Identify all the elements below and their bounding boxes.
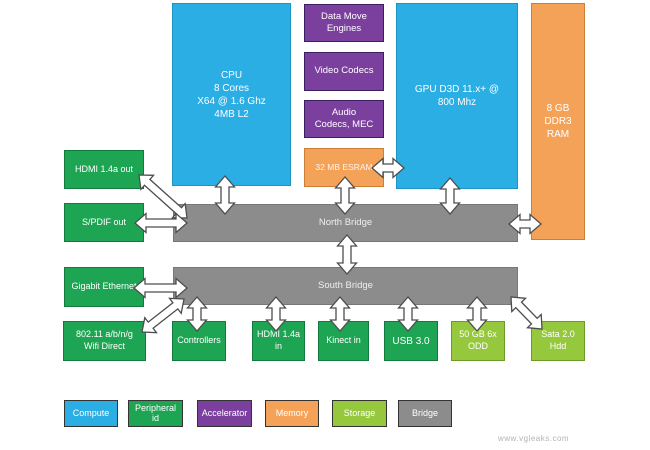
block-spdif-out: S/PDIF out xyxy=(64,203,144,242)
block-video-codecs: Video Codecs xyxy=(304,52,384,91)
block-wifi-direct: 802.11 a/b/n/g Wifi Direct xyxy=(63,321,146,361)
legend-compute: Compute xyxy=(64,400,118,427)
block-gigabit-ethernet: Gigabit Ethernet xyxy=(64,267,144,307)
block-kinect-in: Kinect in xyxy=(318,321,369,361)
block-usb: USB 3.0 xyxy=(384,321,438,361)
block-south-bridge: South Bridge xyxy=(173,267,518,305)
legend-accelerator: Accelerator xyxy=(197,400,252,427)
block-data-move-engines: Data Move Engines xyxy=(304,4,384,42)
legend-memory: Memory xyxy=(265,400,319,427)
block-esram: 32 MB ESRAM xyxy=(304,148,384,187)
block-hdmi-in: HDMI 1.4a in xyxy=(252,321,305,361)
legend-bridge: Bridge xyxy=(398,400,452,427)
block-sata-hdd: Sata 2.0 Hdd xyxy=(531,321,585,361)
block-cpu: CPU 8 Cores X64 @ 1.6 Ghz 4MB L2 xyxy=(172,3,291,186)
block-gpu: GPU D3D 11.x+ @ 800 Mhz xyxy=(396,3,518,189)
block-ddr3-ram: 8 GB DDR3 RAM xyxy=(531,3,585,240)
watermark: www.vgleaks.com xyxy=(498,434,570,443)
block-odd: 50 GB 6x ODD xyxy=(451,321,505,361)
block-hdmi-out: HDMI 1.4a out xyxy=(64,150,144,189)
block-north-bridge: North Bridge xyxy=(173,204,518,242)
legend-peripheral: Peripheral id xyxy=(128,400,183,427)
block-audio-codecs-mec: Audio Codecs, MEC xyxy=(304,100,384,138)
legend-storage: Storage xyxy=(332,400,387,427)
block-controllers: Controllers xyxy=(172,321,226,361)
